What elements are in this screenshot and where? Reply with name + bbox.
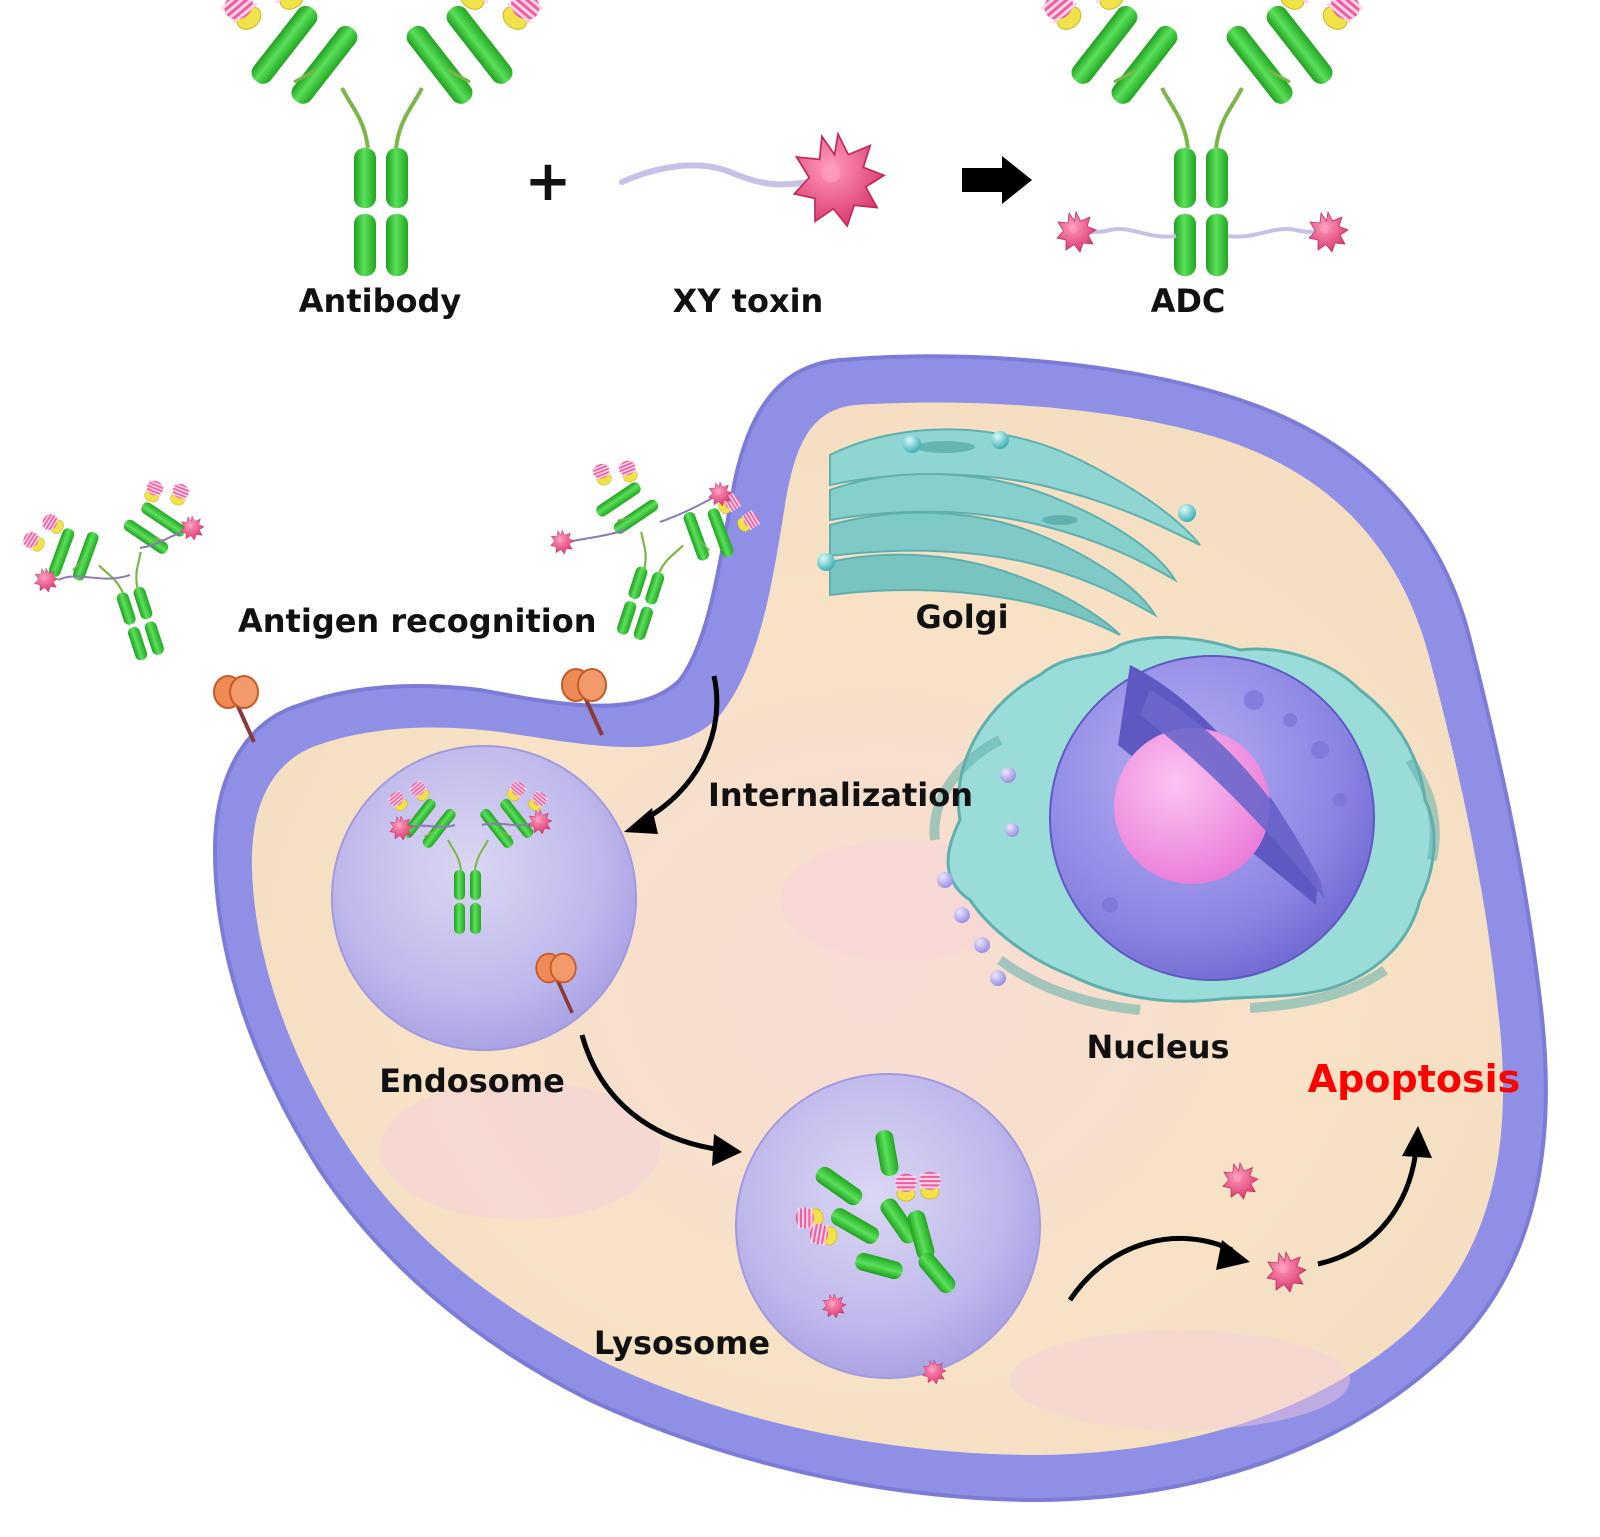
antigen-recognition-label: Antigen recognition	[238, 602, 596, 640]
arrowhead-icon	[624, 808, 658, 834]
nucleus	[1049, 655, 1375, 981]
toxin-icon	[1308, 211, 1349, 253]
adc-label: ADC	[1151, 282, 1226, 320]
toxin-icon	[180, 515, 205, 541]
adc-illustration	[1039, 0, 1365, 276]
golgi-label: Golgi	[915, 598, 1008, 636]
apoptosis-arrow	[1317, 1149, 1419, 1267]
lysosome-label: Lysosome	[594, 1324, 770, 1362]
internalization-arrow	[638, 675, 720, 825]
toxin-icon	[1056, 211, 1097, 253]
antibody-label: Antibody	[299, 282, 462, 320]
apoptosis-label: Apoptosis	[1308, 1057, 1520, 1101]
arrowhead-icon	[712, 1134, 742, 1166]
endosome	[331, 745, 637, 1051]
release-arrow	[1067, 1236, 1234, 1302]
endosome-label: Endosome	[379, 1062, 565, 1100]
trafficking-arrow	[579, 1034, 723, 1153]
xy-toxin-illustration	[619, 133, 885, 227]
antigen-receptor-icon	[212, 674, 260, 744]
right-arrow-icon	[962, 156, 1032, 204]
toxin-icon	[793, 133, 885, 227]
toxin-icon	[550, 529, 575, 555]
nucleus-label: Nucleus	[1086, 1028, 1229, 1066]
plus-sign: +	[525, 149, 572, 214]
top-antibody	[219, 0, 545, 276]
arrowhead-icon	[1402, 1126, 1432, 1158]
internalization-label: Internalization	[708, 776, 973, 814]
golgi-apparatus	[817, 428, 1201, 636]
lysosome	[735, 1073, 1041, 1385]
arrowhead-icon	[1216, 1240, 1250, 1270]
xy-toxin-label: XY toxin	[673, 282, 824, 320]
